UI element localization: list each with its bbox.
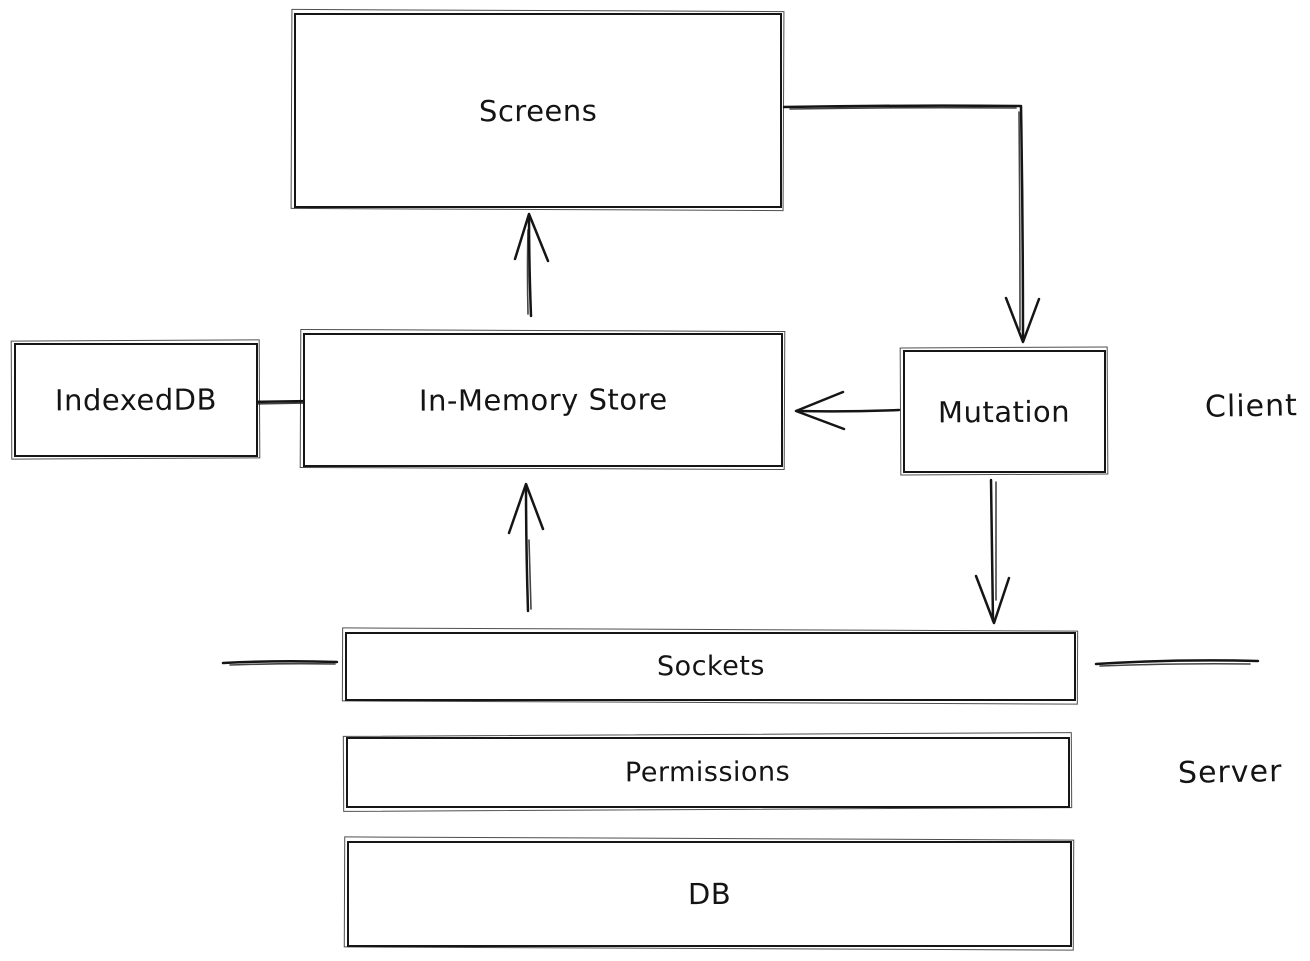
node-permissions-label: Permissions	[625, 756, 791, 789]
node-db: DB	[347, 841, 1072, 947]
node-mutation-label: Mutation	[938, 394, 1071, 429]
node-db-label: DB	[687, 876, 732, 912]
arrow-sockets-to-inmemory	[507, 482, 545, 613]
node-screens-label: Screens	[478, 93, 598, 128]
divider-line-right	[1094, 659, 1260, 667]
arrow-mutation-to-sockets	[974, 478, 1011, 625]
node-in-memory-store: In-Memory Store	[303, 333, 783, 467]
zone-label-client: Client	[1204, 388, 1299, 425]
node-indexeddb-label: IndexedDB	[54, 382, 218, 418]
node-screens: Screens	[294, 13, 782, 208]
node-in-memory-store-label: In-Memory Store	[418, 382, 668, 418]
zone-label-server: Server	[1177, 754, 1283, 791]
node-mutation: Mutation	[903, 350, 1106, 473]
node-indexeddb: IndexedDB	[14, 343, 258, 457]
arrow-mutation-to-inmemory	[794, 390, 901, 431]
arrow-screens-to-mutation	[782, 104, 1041, 344]
divider-line-left	[221, 659, 339, 666]
node-sockets-label: Sockets	[656, 650, 765, 683]
arrow-inmemory-to-screens	[513, 212, 550, 318]
node-permissions: Permissions	[346, 737, 1070, 808]
node-sockets: Sockets	[345, 632, 1076, 701]
